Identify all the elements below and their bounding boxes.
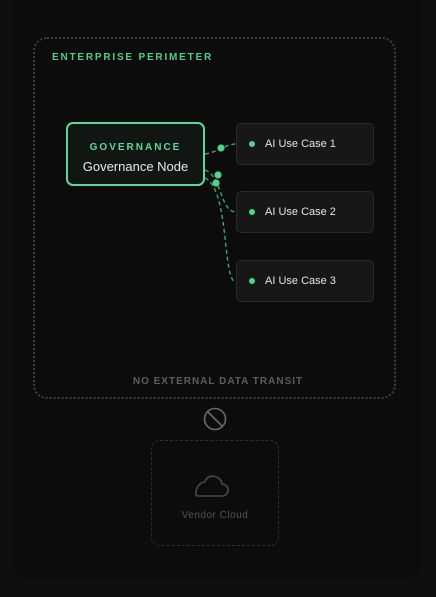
- status-dot: [249, 278, 255, 284]
- status-dot: [249, 209, 255, 215]
- enterprise-perimeter: [33, 37, 396, 399]
- use-case-2-node[interactable]: AI Use Case 2: [236, 191, 374, 233]
- connector-use-case-3: [204, 177, 237, 283]
- no-entry-icon: [203, 407, 227, 431]
- governance-label: Governance Node: [82, 159, 189, 174]
- governance-kicker: GOVERNANCE: [89, 142, 182, 153]
- signal-dot: [214, 171, 222, 179]
- use-case-3-node[interactable]: AI Use Case 3: [236, 260, 374, 302]
- perimeter-title: ENTERPRISE PERIMETER: [52, 52, 214, 63]
- status-dot: [249, 141, 255, 147]
- governance-node[interactable]: GOVERNANCE Governance Node: [66, 122, 205, 186]
- use-case-label: AI Use Case 3: [265, 275, 336, 287]
- connector-use-case-2: [204, 169, 237, 213]
- vendor-cloud-node: Vendor Cloud: [151, 440, 279, 546]
- use-case-label: AI Use Case 2: [265, 206, 336, 218]
- use-case-label: AI Use Case 1: [265, 138, 336, 150]
- signal-dot: [217, 144, 225, 152]
- use-case-1-node[interactable]: AI Use Case 1: [236, 123, 374, 165]
- vendor-cloud-label: Vendor Cloud: [181, 510, 249, 521]
- no-transit-label: NO EXTERNAL DATA TRANSIT: [132, 376, 304, 387]
- cloud-icon: [195, 475, 229, 497]
- signal-dot: [212, 179, 220, 187]
